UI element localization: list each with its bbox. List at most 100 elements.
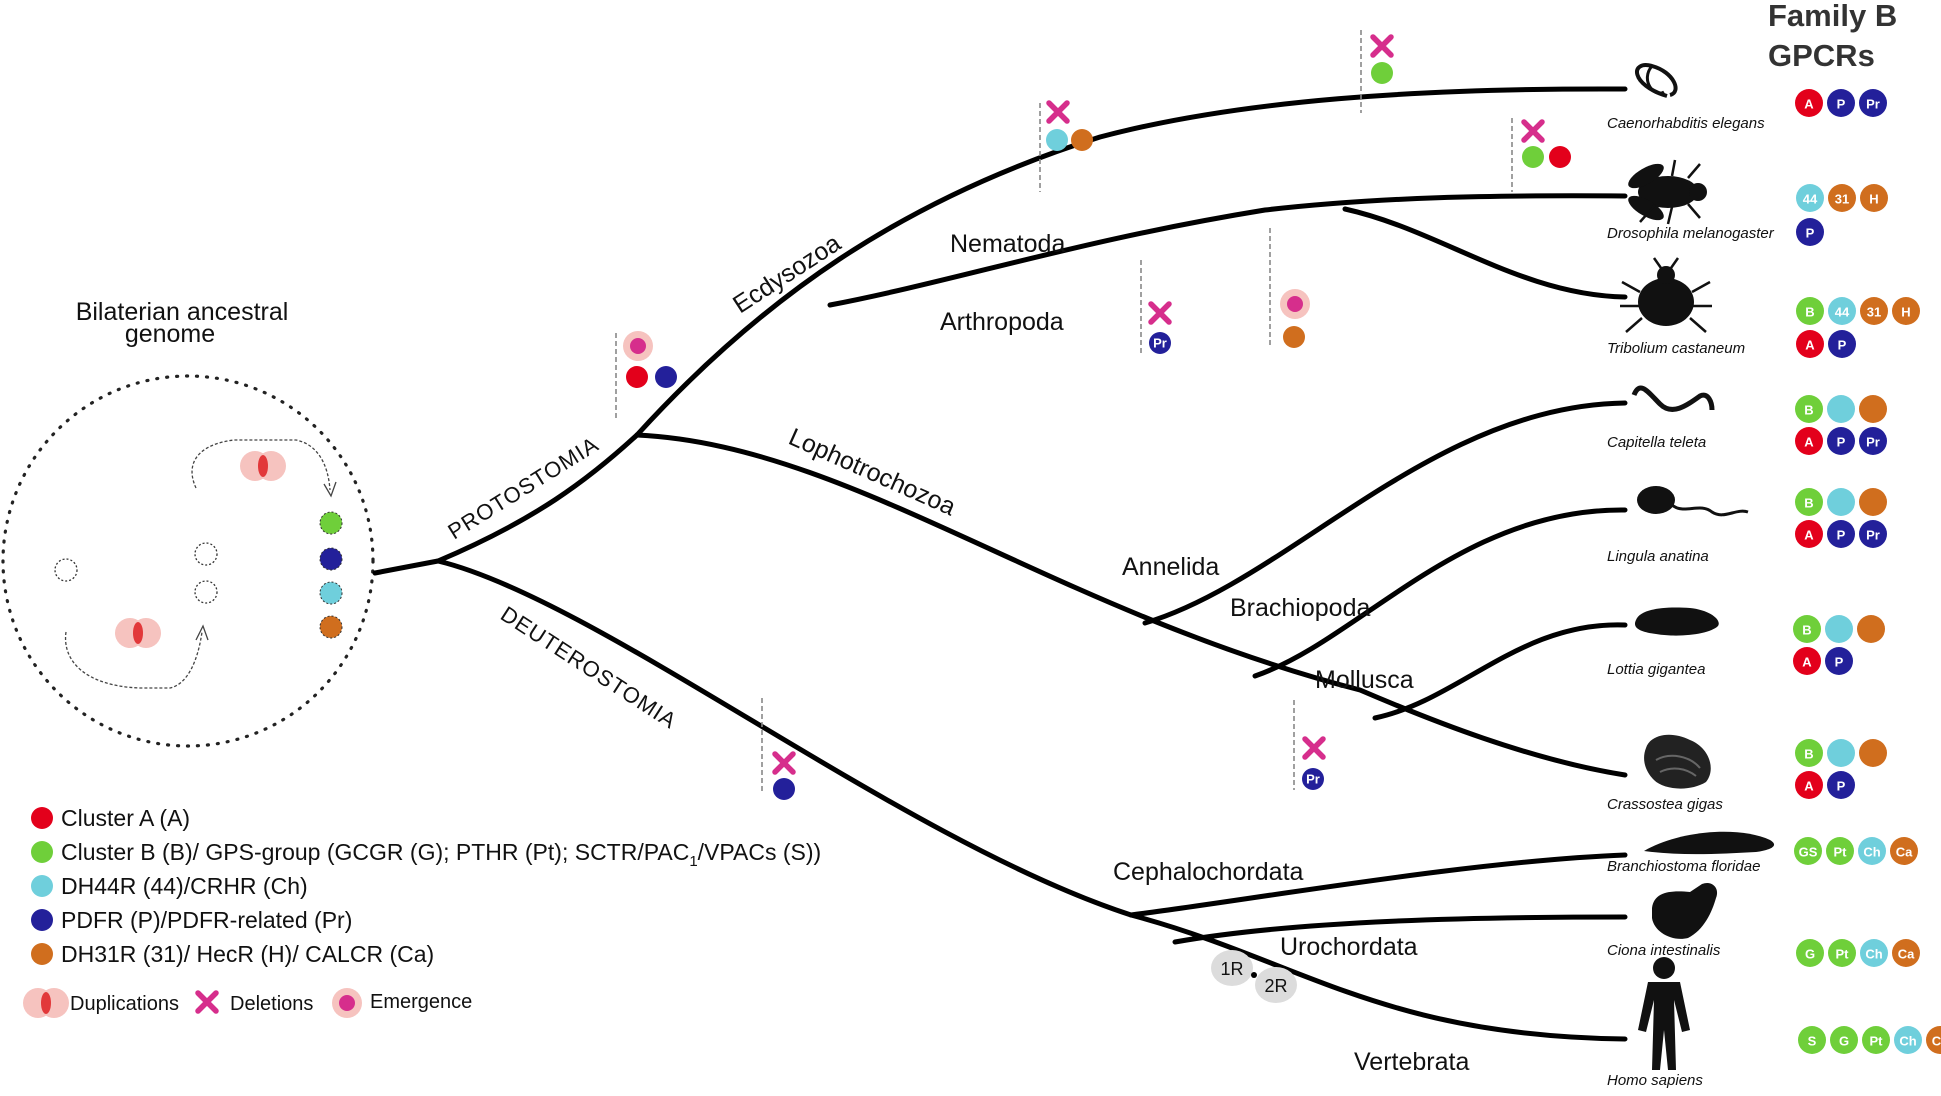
gpcr-badge-label: A [1804, 97, 1814, 112]
gpcr-badge-circle [1798, 1026, 1826, 1054]
gpcr-badge-circle [1892, 297, 1920, 325]
branch-protostomia [435, 432, 640, 564]
legend-row-dh31r: DH31R (31)/ HecR (H)/ CALCR (Ca) [31, 941, 434, 967]
gpcr-badge-label: A [1804, 435, 1814, 450]
gpcr-badge-label: Pr [1866, 435, 1880, 450]
label-deuterostomia: DEUTEROSTOMIA [496, 601, 681, 733]
tree-branches [372, 86, 1628, 1042]
species-name: Ciona intestinalis [1607, 942, 1721, 959]
sea-squirt-icon [1652, 882, 1718, 939]
event-markers: Pr Pr [623, 34, 1571, 800]
gpcr-badge: Pr [1859, 520, 1887, 548]
gpcr-badge: B [1795, 739, 1823, 767]
gpcr-badge-label: P [1806, 226, 1815, 241]
gpcr-badge-circle [1827, 488, 1855, 516]
gpcr-badge: H [1892, 297, 1920, 325]
duplication-icon [240, 451, 286, 481]
empty-gene-slot [194, 580, 218, 604]
gpcr-badge-label: Pt [1870, 1034, 1884, 1049]
badge-pr-label: Pr [1153, 336, 1167, 351]
gpcr-badge-circle [1859, 488, 1887, 516]
species-name: Drosophila melanogaster [1607, 225, 1775, 242]
gpcr-badge: 44 [1828, 297, 1856, 325]
legend-swatch-orange [31, 943, 53, 965]
gene-dot-navy [655, 366, 677, 388]
gene-dot-green [1371, 62, 1393, 84]
legend-swatch-navy [31, 909, 53, 931]
legend-swatch-cyan [31, 875, 53, 897]
gpcr-badge: P [1827, 427, 1855, 455]
emergence-icon [1280, 289, 1310, 319]
label-mollusca: Mollusca [1315, 666, 1414, 694]
gpcr-badge-circle [1795, 771, 1823, 799]
gpcr-badge-circle [1796, 330, 1824, 358]
legend-label-pdfr: PDFR (P)/PDFR-related (Pr) [61, 907, 352, 933]
gene-dot-red [1549, 146, 1571, 168]
legend-emergence: Emergence [332, 988, 472, 1018]
gene-dot-red [626, 366, 648, 388]
legend-label-deletions: Deletions [230, 993, 313, 1015]
gene-dot-orange [319, 615, 343, 639]
gpcr-badge-circle [1826, 837, 1854, 865]
deletion-icon [195, 990, 219, 1014]
gpcr-badge-circle [1796, 939, 1824, 967]
fly-icon [1628, 159, 1707, 225]
gpcr-badge-label: Pt [1836, 947, 1850, 962]
branch-nematoda-arthropoda [827, 193, 1628, 308]
gpcr-badge: Ch [1858, 837, 1886, 865]
gpcr-badge-label: S [1808, 1034, 1817, 1049]
gpcr-badge: P [1827, 89, 1855, 117]
duplication-arrow-bottom [64, 631, 203, 689]
label-vertebrata: Vertebrata [1354, 1048, 1469, 1076]
gene-dot-navy [773, 778, 795, 800]
legend-row-pdfr: PDFR (P)/PDFR-related (Pr) [31, 907, 352, 933]
legend-label-dh31r: DH31R (31)/ HecR (H)/ CALCR (Ca) [61, 941, 434, 967]
brachiopod-icon [1637, 486, 1749, 517]
gpcr-badge-label: A [1804, 528, 1814, 543]
branch-ecdysozoa [634, 86, 1628, 438]
gpcr-badge: G [1796, 939, 1824, 967]
wgd-connector-dot [1251, 972, 1257, 978]
species-name: Caenorhabditis elegans [1607, 115, 1765, 132]
arrow-head-icon [323, 481, 337, 498]
header-title-line2: GPCRs [1768, 38, 1875, 73]
gpcr-badge: Ch [1860, 939, 1888, 967]
species-name: Crassostea gigas [1607, 796, 1723, 813]
gpcr-badge-circle [1860, 297, 1888, 325]
gpcr-badge: Pt [1826, 837, 1854, 865]
gpcr-badge: Pr [1859, 427, 1887, 455]
legend-label-cluster-a: Cluster A (A) [61, 805, 190, 831]
gpcr-badge: Ca [1892, 939, 1920, 967]
gpcr-badge: A [1795, 89, 1823, 117]
emergence-icon [623, 331, 653, 361]
gpcr-badge-label: P [1838, 338, 1847, 353]
branch-lophotrochozoa [634, 432, 1628, 778]
gpcr-badge-circle [1793, 647, 1821, 675]
branch-ciona [1172, 914, 1628, 945]
oyster-icon [1644, 734, 1711, 789]
gpcr-badge-label: B [1804, 496, 1813, 511]
gpcr-badge: B [1795, 395, 1823, 423]
legend-label-cluster-b: Cluster B (B)/ GPS-group (GCGR (G); PTHR… [61, 839, 821, 870]
gene-dot-green [1522, 146, 1544, 168]
gpcr-badge-label: P [1837, 97, 1846, 112]
deletion-icon [1046, 100, 1070, 124]
limpet-icon [1634, 607, 1719, 636]
gpcr-badge-circle [1795, 427, 1823, 455]
wgd-2r-label: 2R [1264, 976, 1287, 996]
branch-capitella [1142, 400, 1628, 626]
legend-label-duplications: Duplications [70, 993, 179, 1015]
gpcr-badge: Ca [1890, 837, 1918, 865]
gpcr-badge: A [1795, 427, 1823, 455]
legend-row-cluster-b: Cluster B (B)/ GPS-group (GCGR (G); PTHR… [31, 839, 821, 870]
branch-deuterostomia [435, 558, 1134, 918]
species-silhouettes [1620, 63, 1775, 1070]
gpcr-badge-label: Ca [1896, 845, 1913, 860]
species-name: Lingula anatina [1607, 548, 1709, 565]
gene-dot-navy [319, 547, 343, 571]
gpcr-badge-label: P [1835, 655, 1844, 670]
gpcr-badge-label: Ca [1932, 1034, 1941, 1049]
empty-gene-slot [194, 542, 218, 566]
legend-label-emergence: Emergence [370, 991, 472, 1013]
